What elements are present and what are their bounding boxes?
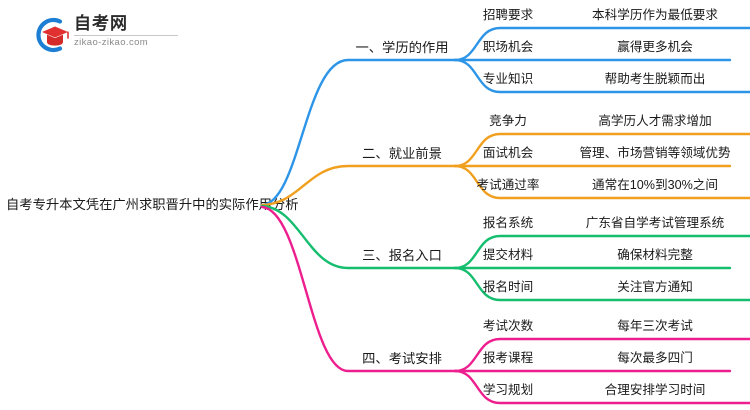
leaf-value: 通常在10%到30%之间: [592, 178, 718, 192]
leaf-key: 面试机会: [482, 146, 534, 160]
branch-wire-2: [260, 132, 750, 207]
leaf-key: 学习规划: [482, 383, 534, 397]
leaf-value: 广东省自学考试管理系统: [585, 216, 725, 230]
leaf-value: 管理、市场营销等领域优势: [579, 146, 731, 160]
leaf-value: 每次最多四门: [617, 351, 693, 365]
leaf-value: 本科学历作为最低要求: [592, 8, 718, 22]
branch-wire-3: [260, 204, 750, 302]
leaf-key: 职场机会: [482, 40, 534, 54]
leaf-key: 提交材料: [482, 248, 534, 262]
logo-url: zikao-zikao.com: [74, 37, 149, 48]
branch-wire-4: [260, 205, 750, 405]
leaf-key: 考试次数: [482, 319, 534, 333]
branch-label-2[interactable]: 二、就业前景: [362, 146, 442, 161]
logo-title: 自考网: [74, 14, 128, 33]
site-logo: 自考网 zikao-zikao.com: [30, 14, 180, 56]
branch-label-4[interactable]: 四、考试安排: [362, 351, 442, 366]
mindmap-root-title: 自考专升本文凭在广州求职晋升中的实际作用分析: [6, 197, 299, 212]
leaf-value: 每年三次考试: [617, 319, 693, 333]
leaf-key: 报考课程: [482, 351, 534, 365]
branch-label-1[interactable]: 一、学历的作用: [355, 40, 449, 55]
leaf-value: 赢得更多机会: [617, 40, 693, 54]
leaf-value: 确保材料完整: [617, 248, 693, 262]
leaf-key: 专业知识: [482, 72, 534, 86]
graduation-cap-in-circle-icon: [30, 16, 70, 54]
logo-wordmark: 自考网 zikao-zikao.com: [74, 14, 178, 49]
leaf-value: 合理安排学习时间: [604, 383, 706, 397]
leaf-key: 报名系统: [482, 216, 534, 230]
leaf-key: 竞争力: [489, 114, 527, 128]
leaf-value: 高学历人才需求增加: [598, 114, 712, 128]
leaf-key: 报名时间: [482, 280, 534, 294]
leaf-value: 帮助考生脱颖而出: [604, 72, 706, 86]
leaf-key: 招聘要求: [482, 8, 534, 22]
leaf-key: 考试通过率: [476, 178, 540, 192]
logo-divider: [74, 35, 178, 36]
branch-wire-1: [260, 26, 750, 207]
leaf-value: 关注官方通知: [617, 280, 693, 294]
branch-label-3[interactable]: 三、报名入口: [362, 248, 442, 263]
